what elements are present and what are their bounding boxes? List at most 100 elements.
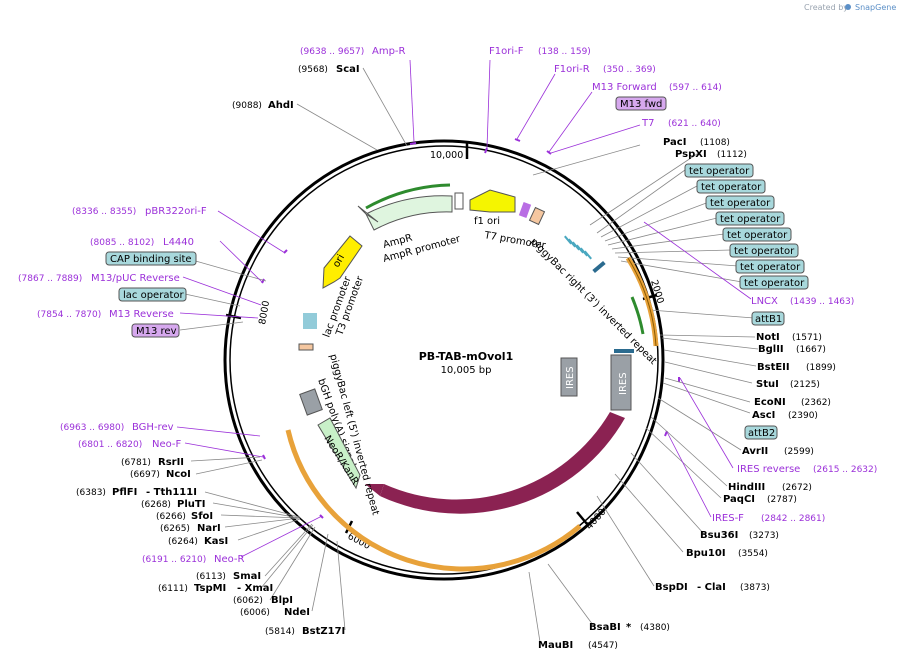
tick-label-10000: 10,000: [430, 150, 463, 161]
cap-binding-site-label: CAP binding site: [110, 254, 192, 265]
site-stui-pos: (2125): [790, 380, 820, 390]
site-pspxi-pos: (1112): [717, 150, 747, 160]
site-blpi-pos: (6062): [233, 596, 263, 606]
primer-m13-puc-range: (7867 .. 7889): [18, 274, 82, 284]
attb1-marker: [592, 260, 606, 274]
tet-operator-label: tet operator: [701, 182, 762, 193]
site-ndei-pos: (6006): [240, 608, 270, 618]
ires-label-1: IRES: [618, 372, 629, 395]
primer-m13-reverse-name: M13 Reverse: [109, 309, 174, 320]
site-bsu36i-pos: (3273): [749, 531, 779, 541]
primer-leader-lines: [176, 59, 752, 558]
lacz-arrow: [380, 412, 625, 514]
site-pflfi-name: PflFI: [112, 487, 137, 498]
primer-m13-reverse-range: (7854 .. 7870): [37, 310, 101, 320]
site-clai-name: - ClaI: [697, 582, 726, 593]
orange-arc-right-stroke: [627, 257, 657, 347]
site-blpi-name: BlpI: [271, 595, 293, 606]
primer-lncx-range: (1439 .. 1463): [790, 297, 854, 307]
tet-operator-label: tet operator: [727, 230, 788, 241]
site-rsrii-pos: (6781): [121, 458, 151, 468]
t7-marker: [518, 202, 532, 218]
site-scai-pos: (9568): [298, 65, 328, 75]
orange-arc-left: [285, 429, 582, 572]
primer-pbr322-name: pBR322ori-F: [145, 206, 207, 217]
m13-fwd-label: M13 fwd: [620, 99, 662, 110]
site-avrii-name: AvrII: [742, 446, 768, 457]
ampr-arrow: [365, 195, 453, 231]
tick-label-8000: 8000: [257, 300, 272, 326]
tet-operator-stripes: [564, 235, 592, 260]
tet-operator-label: tet operator: [710, 198, 771, 209]
primer-bgh-rev-name: BGH-rev: [132, 422, 174, 433]
site-scai-name: ScaI: [336, 64, 360, 75]
primer-neo-f-range: (6801 .. 6820): [78, 440, 142, 450]
primer-pbr322-range: (8336 .. 8355): [72, 207, 136, 217]
snapgene-logo: SnapGene: [855, 3, 896, 12]
primer-mark-ampr: [409, 142, 417, 145]
site-rsrii-name: RsrII: [158, 457, 184, 468]
primer-mark-ires-f: [664, 430, 668, 437]
ori-arrow: [322, 235, 363, 289]
primer-neo-r-range: (6191 .. 6210): [142, 555, 206, 565]
site-bpu10i-name: Bpu10I: [686, 548, 726, 559]
site-bpu10i-pos: (3554): [738, 549, 768, 559]
primer-ampr-name: Amp-R: [372, 46, 406, 57]
m13-rev-label: M13 rev: [136, 326, 177, 337]
attb1-label: attB1: [755, 314, 782, 325]
site-maubi-name: MauBI: [538, 640, 573, 651]
snapgene-icon: [845, 4, 851, 10]
lac-operator-label: lac operator: [123, 290, 184, 301]
site-hindiii-name: HindIII: [728, 482, 765, 493]
site-nari-name: NarI: [197, 523, 221, 534]
lacz-label: lacZ: [498, 507, 522, 523]
site-pspxi-name: PspXI: [675, 149, 707, 160]
ampr-arrow-head: [357, 205, 379, 223]
primer-f1ori-f-name: F1ori-F: [489, 46, 524, 57]
f1-ori-arrow: [469, 189, 516, 213]
site-bspdi-name: BspDI: [655, 582, 688, 593]
site-econi-name: EcoNI: [754, 397, 786, 408]
tet-operator-label: tet operator: [740, 262, 801, 273]
leader-lines: [179, 67, 759, 643]
m13-rev-box: [131, 323, 180, 338]
neo-kanr-arrow: [317, 417, 361, 490]
attb2-box: [744, 425, 778, 440]
site-asci-name: AscI: [752, 410, 775, 421]
primer-ampr-range: (9638 .. 9657): [300, 47, 364, 57]
primer-m13-forward-name: M13 Forward: [592, 82, 657, 93]
ampr-promoter-box: [454, 192, 464, 210]
primer-l4440-name: L4440: [163, 237, 194, 248]
primer-mark-f1ori: [484, 147, 488, 154]
bgh-box: [299, 388, 323, 416]
site-avrii-pos: (2599): [784, 447, 814, 457]
backbone-outer-ring: [223, 139, 665, 581]
primer-neo-f-name: Neo-F: [152, 439, 182, 450]
site-bsabi-name: BsaBI: [589, 622, 621, 633]
green-arc-right: [630, 296, 645, 335]
site-pluti-name: PluTI: [177, 499, 205, 510]
tet-operator-label: tet operator: [744, 278, 805, 289]
primer-neo-r-name: Neo-R: [214, 554, 245, 565]
site-bsteii-pos: (1899): [806, 363, 836, 373]
site-bsu36i-name: Bsu36I: [700, 530, 738, 541]
primer-m13-forward-range: (597 .. 614): [669, 83, 722, 93]
primer-m13-puc-name: M13/pUC Reverse: [91, 273, 180, 284]
site-bstz17i-pos: (5814): [265, 627, 295, 637]
primer-mark-m13: [546, 150, 552, 155]
site-ndei-name: NdeI: [284, 607, 310, 618]
ires-box-2: [560, 357, 578, 397]
site-tspmi-name: TspMI: [194, 583, 226, 594]
primer-bgh-rev-range: (6963 .. 6980): [60, 423, 124, 433]
primer-t7-range: (621 .. 640): [668, 119, 721, 129]
tick-mark-4000: [576, 511, 588, 525]
site-ncoi-pos: (6697): [130, 470, 160, 480]
site-noti-name: NotI: [756, 332, 780, 343]
tet-operator-boxes: tet operator tet operator tet operator t…: [684, 163, 809, 290]
site-paqci-name: PaqCI: [723, 494, 755, 505]
site-tspmi-pos: (6111): [158, 584, 188, 594]
site-paci-pos: (1108): [700, 138, 730, 148]
primer-mark-bgh: [262, 454, 266, 460]
attb1-box: [751, 311, 785, 326]
